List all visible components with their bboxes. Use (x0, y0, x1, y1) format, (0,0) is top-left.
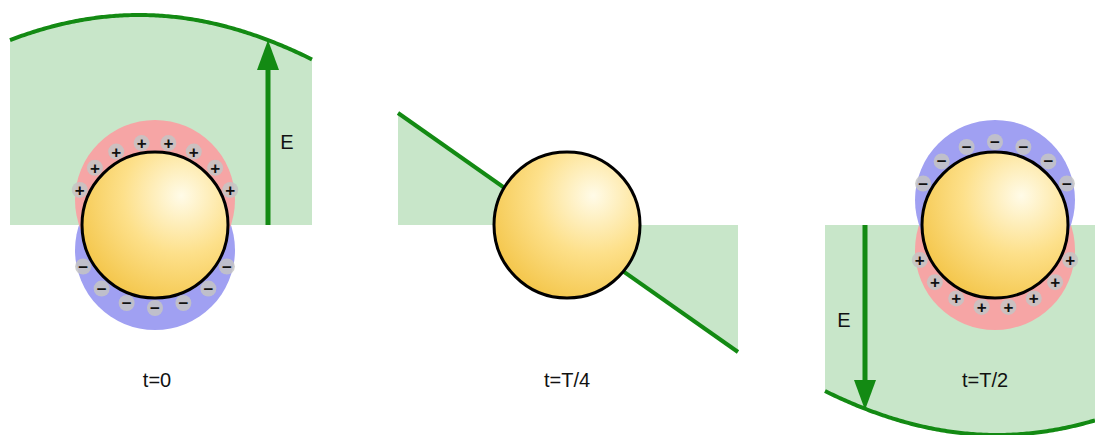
charge-sign: − (962, 139, 972, 156)
charge-dot (147, 300, 163, 316)
charge-sign: − (1018, 139, 1028, 156)
charge-sign: + (1065, 252, 1075, 269)
charge-sign: + (111, 143, 121, 160)
charge-sign: + (951, 290, 961, 307)
metal-sphere (922, 152, 1068, 298)
charge-sign: + (189, 143, 199, 160)
charge-sign: − (78, 258, 88, 275)
charge-sign: − (203, 280, 213, 297)
charge-dot (1062, 252, 1078, 268)
charge-sign: + (163, 135, 173, 152)
charge-sign: + (137, 135, 147, 152)
charge-dot (186, 144, 202, 160)
charge-dot (108, 144, 124, 160)
text-label: E (280, 132, 293, 152)
charge-dot (219, 259, 235, 275)
charge-dot (974, 299, 990, 315)
field-arrow (863, 225, 868, 388)
charge-dot (959, 139, 975, 155)
charge-dot (119, 295, 135, 311)
charge-sign: − (990, 134, 1000, 151)
charge-sign: + (90, 159, 100, 176)
charge-dot (72, 182, 88, 198)
charge-sign: − (222, 258, 232, 275)
charge-sign: − (150, 300, 160, 317)
charge-dot (175, 295, 191, 311)
charge-dot (207, 160, 223, 176)
field-curve (398, 113, 738, 352)
charge-dot (1047, 274, 1063, 290)
charge-dot (87, 160, 103, 176)
charge-sign: + (1003, 298, 1013, 315)
charge-dot (1026, 290, 1042, 306)
charge-sign: + (75, 181, 85, 198)
charge-sign: + (1050, 274, 1060, 291)
charge-dot (200, 281, 216, 297)
charge-dot (1000, 299, 1016, 315)
charge-sign: + (1029, 290, 1039, 307)
text-label: E (837, 310, 850, 330)
charge-dot (160, 135, 176, 151)
charge-dot (1040, 153, 1056, 169)
charge-dot (1059, 176, 1075, 192)
text-label: t=0 (143, 370, 171, 390)
charge-sign: + (930, 274, 940, 291)
charge-sign: − (122, 294, 132, 311)
field-arrow (266, 62, 271, 225)
arrow-head (854, 380, 876, 410)
charge-dot (934, 153, 950, 169)
charge-dot (134, 135, 150, 151)
charge-sign: − (97, 280, 107, 297)
charge-dot (987, 134, 1003, 150)
arrow-head (257, 40, 279, 70)
text-label: t=T/2 (962, 370, 1008, 390)
charge-sign: + (225, 181, 235, 198)
charge-dot (915, 176, 931, 192)
charge-sign: − (1062, 175, 1072, 192)
charge-sign: + (915, 252, 925, 269)
charge-sign: − (937, 153, 947, 170)
charge-sign: − (178, 294, 188, 311)
text-label: t=T/4 (544, 370, 590, 390)
charge-sign: − (1043, 153, 1053, 170)
charge-sign: − (918, 175, 928, 192)
charge-dot (1015, 139, 1031, 155)
charge-sign: + (210, 159, 220, 176)
charge-dot (222, 182, 238, 198)
metal-sphere (494, 152, 640, 298)
charge-dot (94, 281, 110, 297)
charge-dot (948, 290, 964, 306)
charge-dot (927, 274, 943, 290)
charge-sign: + (977, 298, 987, 315)
metal-sphere (82, 152, 228, 298)
charge-dot (912, 252, 928, 268)
charge-dot (75, 259, 91, 275)
